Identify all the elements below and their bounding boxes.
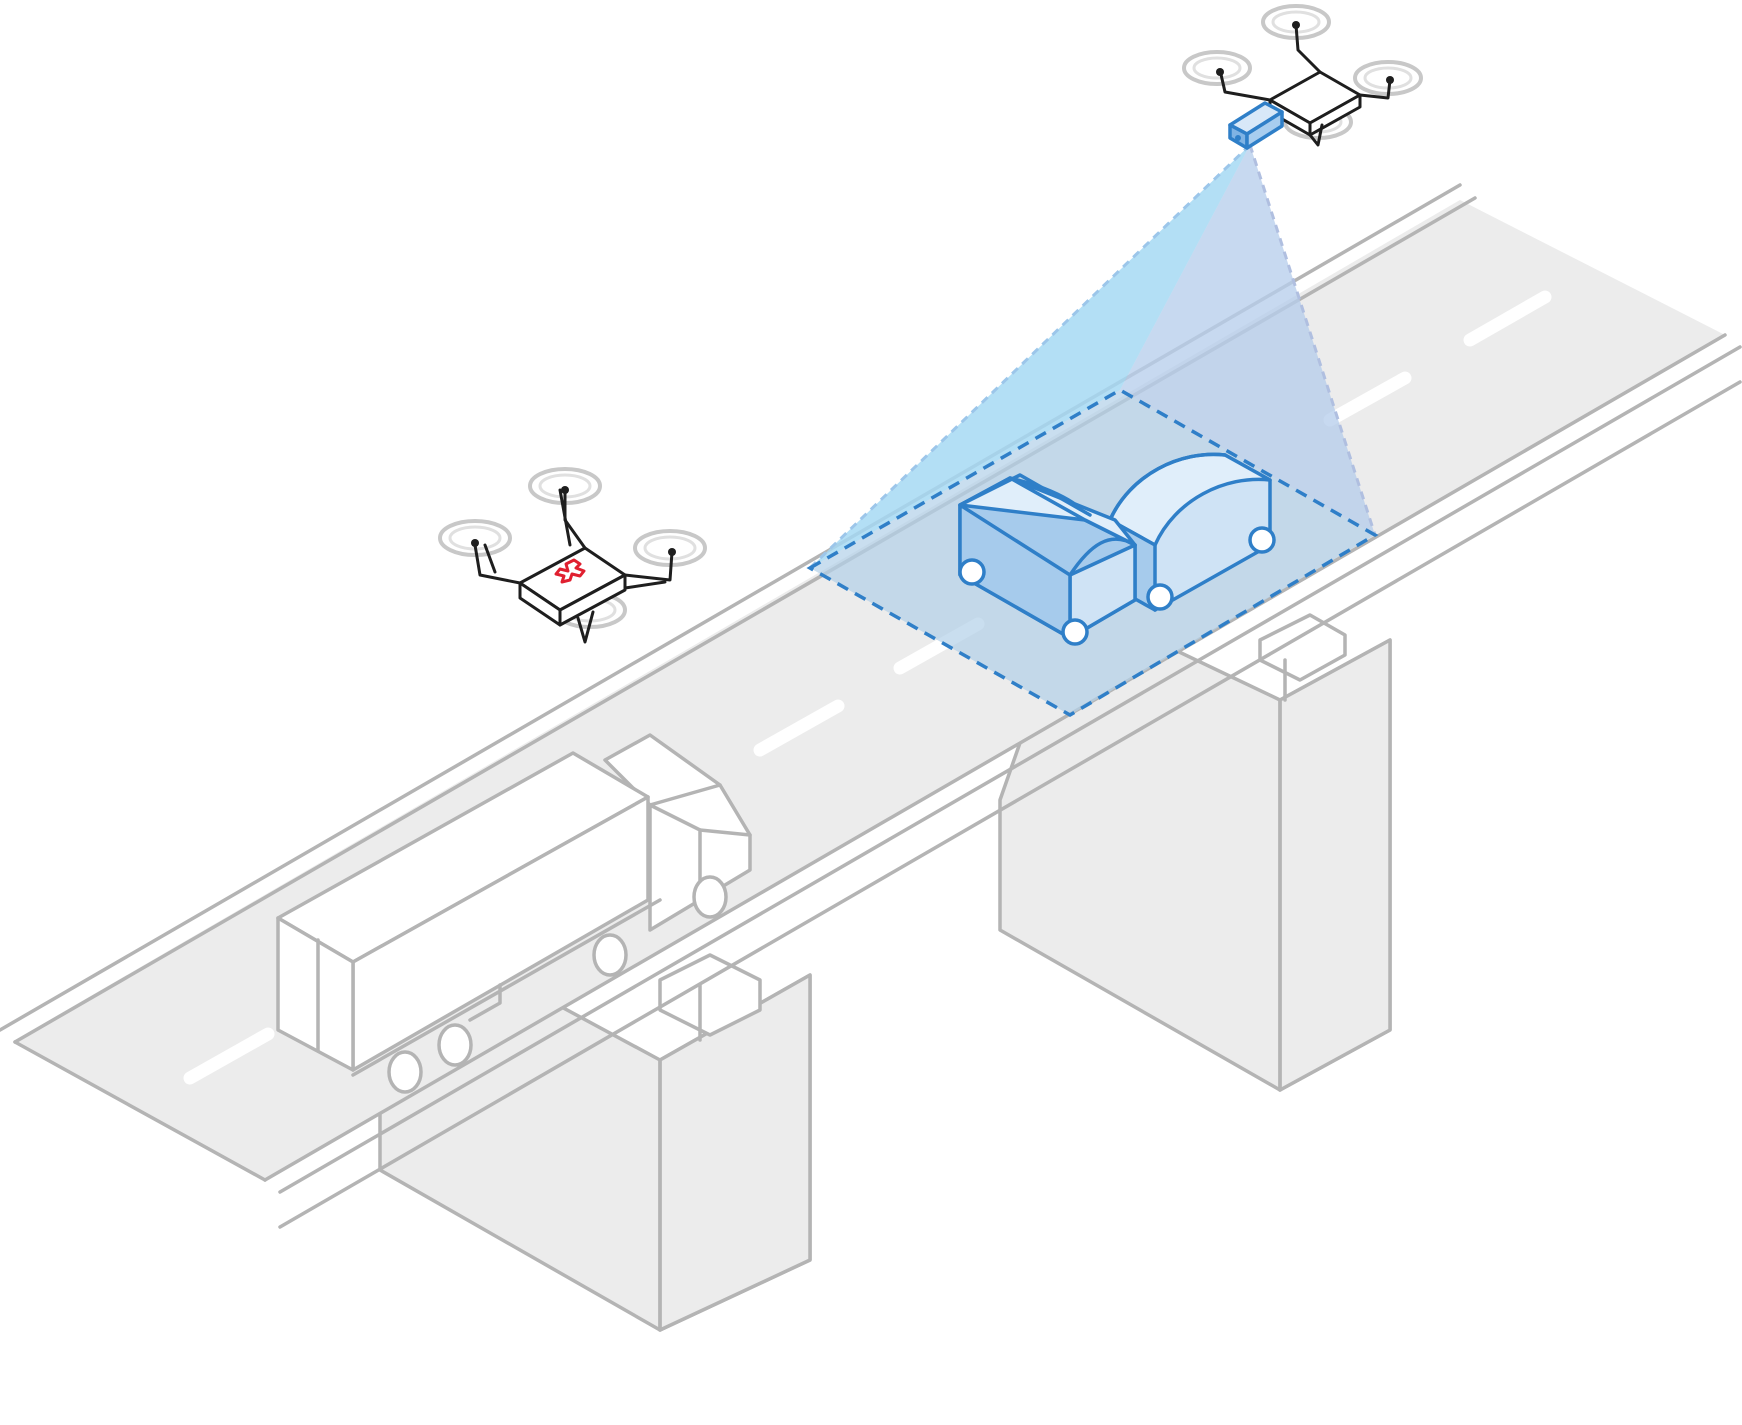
- red-cross-icon: [554, 558, 586, 584]
- bridge-pier-right: [998, 598, 1392, 1092]
- detected-vehicle-rear: [958, 473, 1137, 646]
- truck: [276, 733, 752, 1094]
- camera-icon: [1228, 101, 1284, 150]
- surveillance-drone: [1182, 4, 1423, 150]
- medical-delivery-drone: [438, 467, 707, 644]
